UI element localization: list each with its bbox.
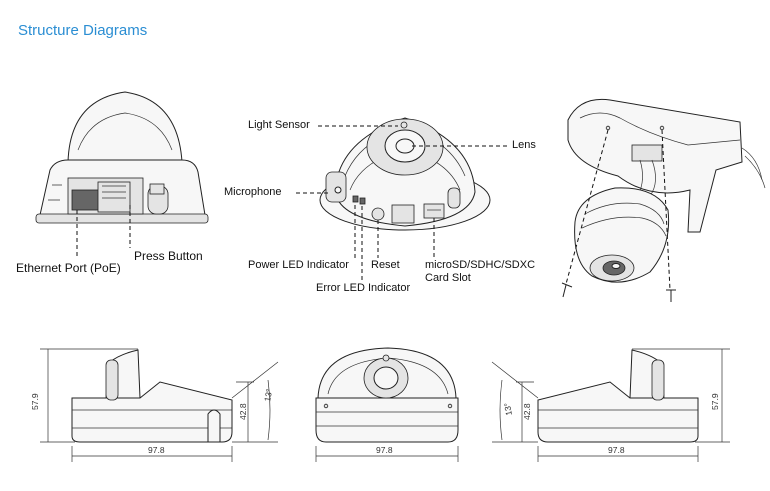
label-power-led: Power LED Indicator (248, 259, 349, 271)
mount-screw-left (561, 282, 573, 298)
dimension-lines-right (491, 348, 730, 462)
label-card-slot-line1: microSD/SDHC/SDXC (425, 259, 536, 271)
camera-back-view (35, 91, 209, 224)
dim-front-width: 97.8 (376, 445, 393, 455)
dim-left-angle: 13° (262, 388, 274, 402)
label-light-sensor: Light Sensor (248, 119, 310, 131)
dim-right-width: 97.8 (608, 445, 625, 455)
dim-right-inner-height: 42.8 (522, 403, 532, 420)
dim-right-height: 57.9 (710, 393, 720, 410)
camera-mount-exploded-view (567, 98, 766, 283)
label-microphone: Microphone (224, 186, 282, 198)
label-ethernet-port: Ethernet Port (PoE) (16, 261, 121, 275)
dim-left-inner-height: 42.8 (238, 403, 248, 420)
mount-screw-right (666, 289, 676, 302)
camera-underside-view (319, 117, 491, 231)
label-error-led: Error LED Indicator (316, 282, 411, 294)
camera-side-view-left (71, 349, 233, 443)
dim-left-height: 57.9 (30, 393, 40, 410)
mount-screw-guide-right (661, 129, 671, 291)
dimension-lines-front (315, 446, 459, 462)
dim-left-width: 97.8 (148, 445, 165, 455)
dimension-lines-left (40, 348, 279, 462)
label-press-button: Press Button (134, 249, 203, 263)
camera-side-view-right (537, 349, 699, 443)
label-reset: Reset (371, 259, 400, 271)
page-title: Structure Diagrams (18, 22, 148, 39)
label-lens: Lens (512, 139, 536, 151)
mount-screw-guide-left (565, 129, 609, 285)
angle-arc-right (499, 379, 503, 441)
label-card-slot-line2: Card Slot (425, 272, 471, 284)
angle-arc-left (267, 379, 271, 441)
camera-front-view (315, 347, 459, 443)
dim-right-angle: 13° (502, 402, 514, 416)
